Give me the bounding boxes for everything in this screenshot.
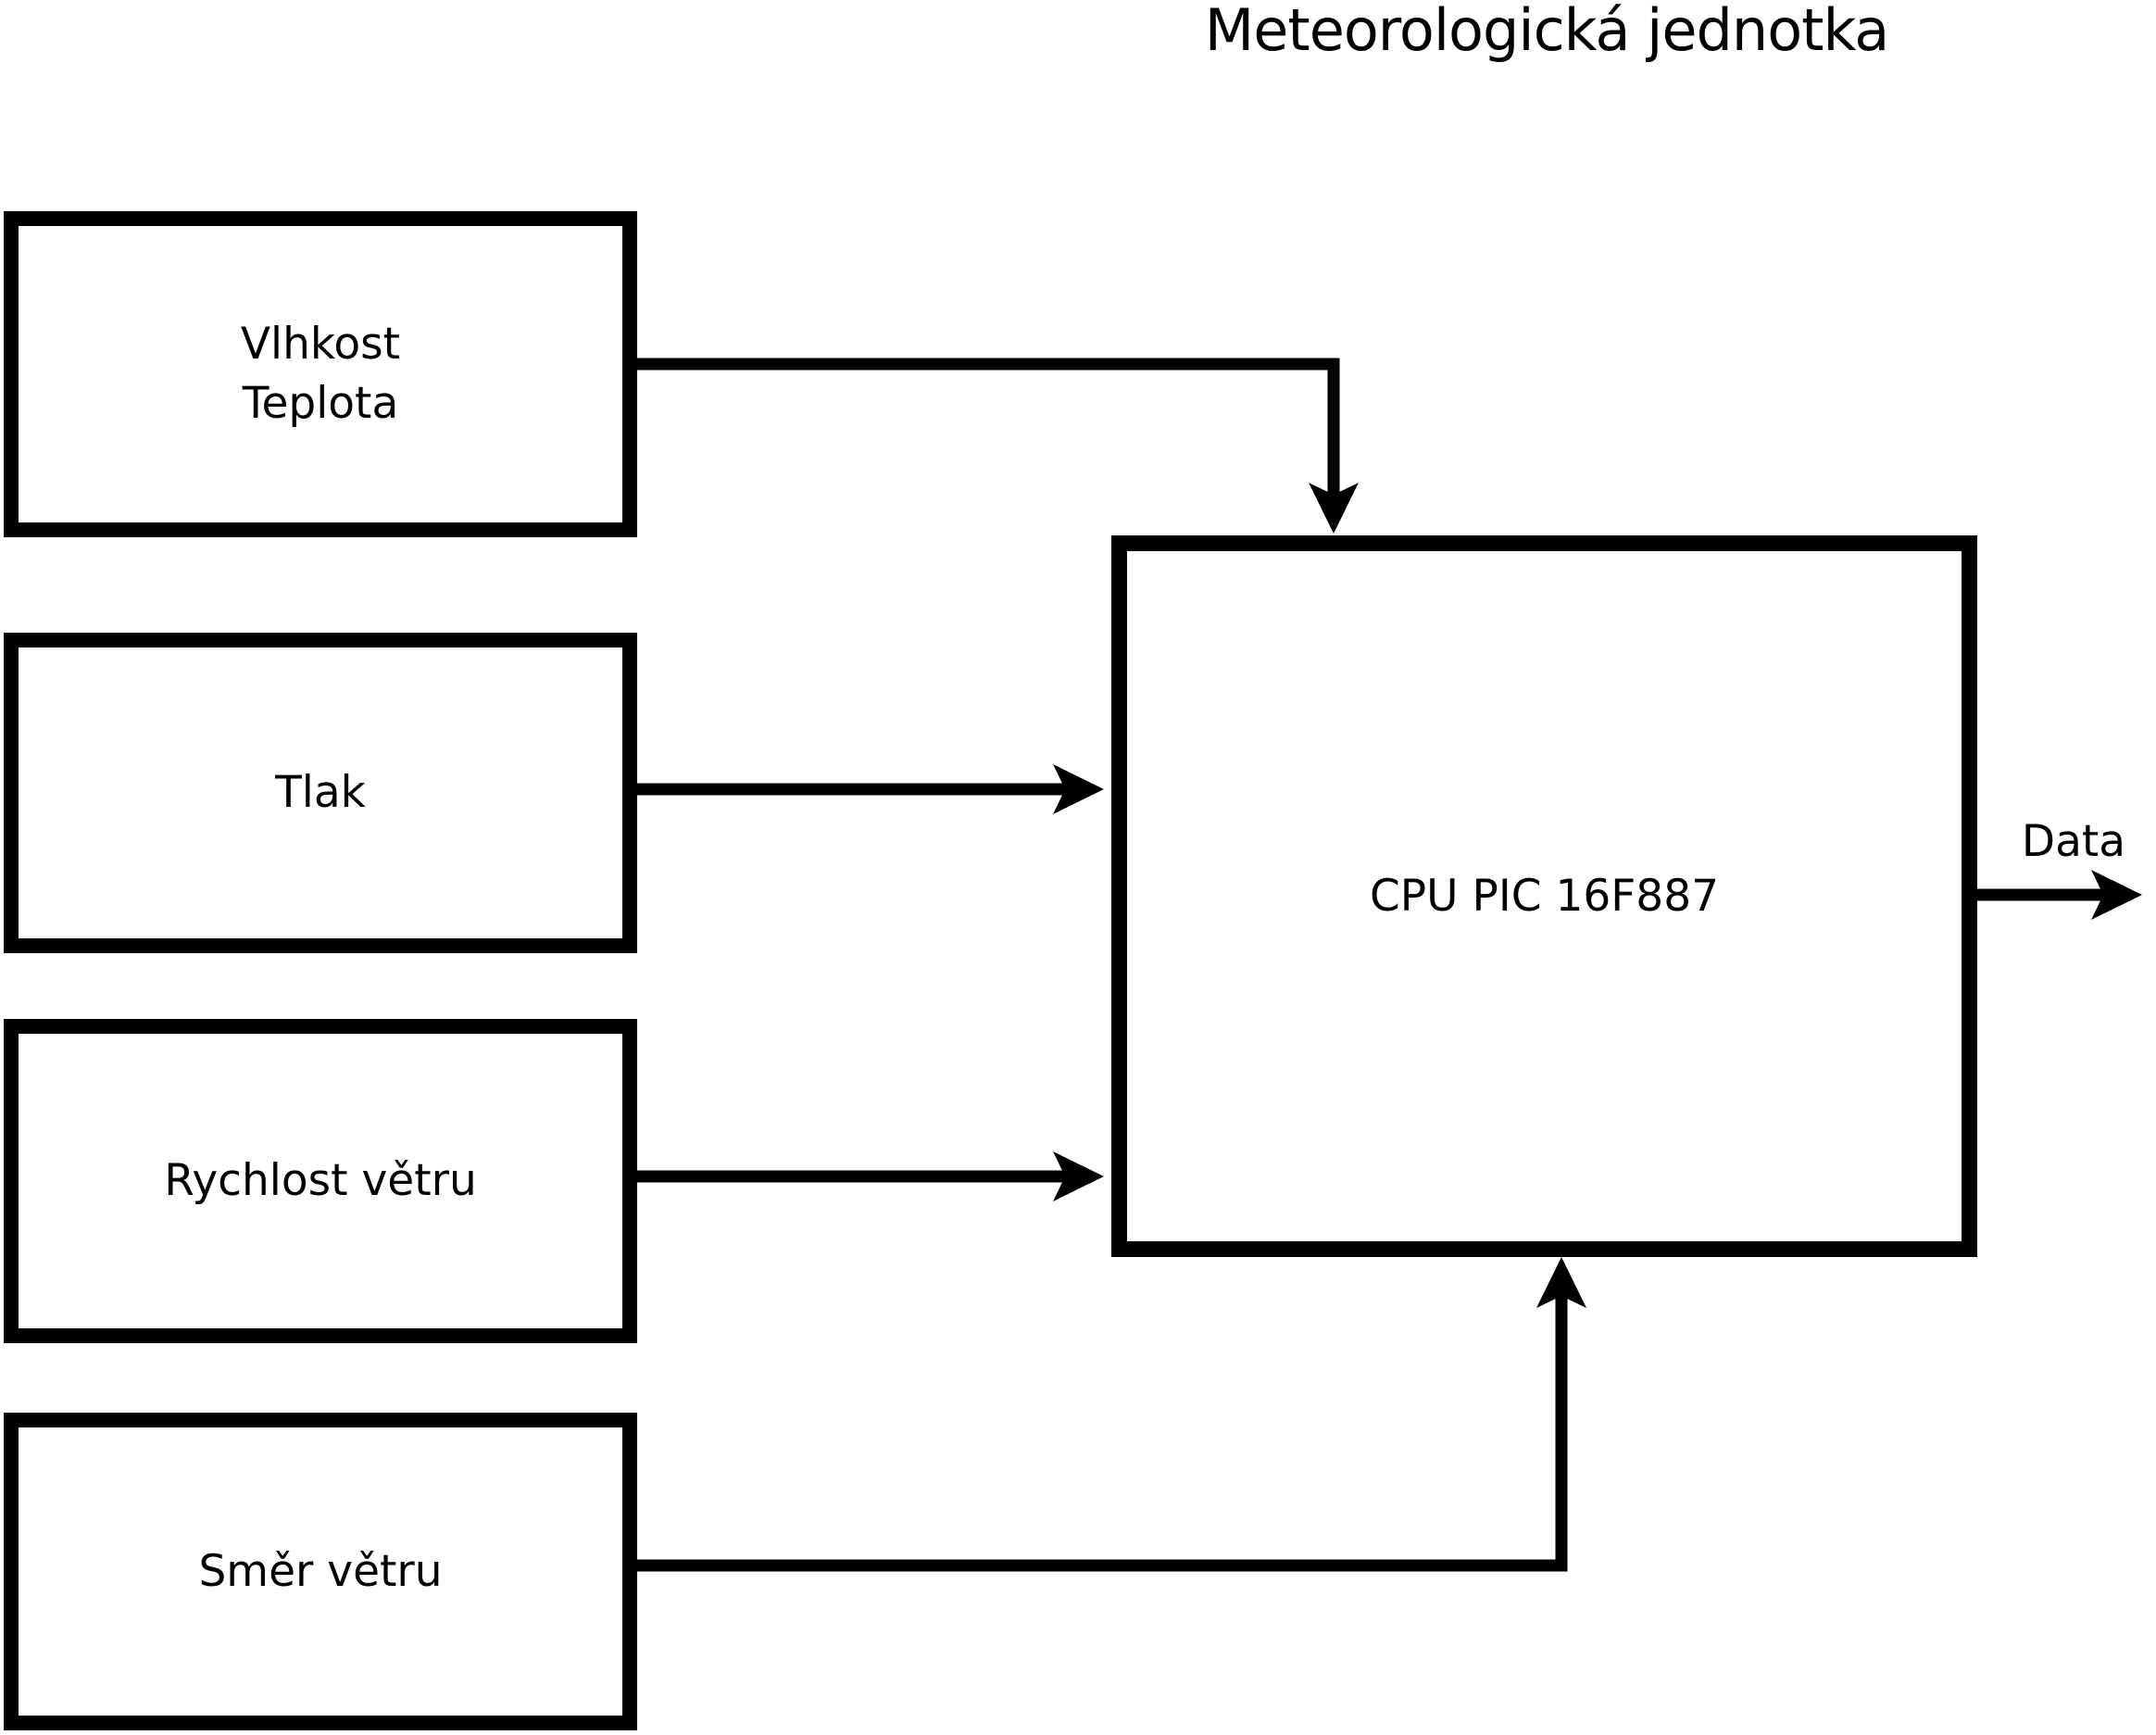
cpu-box: CPU PIC 16F887: [1111, 535, 1977, 1257]
sensor-label: Teplota: [242, 378, 399, 429]
sensor-label: Směr větru: [198, 1545, 443, 1597]
sensor-box-tlak: Tlak: [4, 633, 637, 953]
sensor-label: Rychlost větru: [164, 1155, 477, 1206]
diagram-title: Meteorologická jednotka: [1204, 0, 1890, 64]
sensor-box-rychlost-vetru: Rychlost větru: [4, 1019, 637, 1343]
sensor-label: Vlhkost: [240, 319, 401, 370]
wire-smer-to-cpu: [637, 1296, 1568, 1572]
cpu-label: CPU PIC 16F887: [1369, 870, 1719, 922]
sensor-label: Tlak: [275, 767, 366, 818]
arrowhead-right-icon: [2091, 870, 2142, 920]
arrowhead-down-icon: [1309, 483, 1359, 534]
arrowhead-up-icon: [1536, 1257, 1586, 1308]
arrowhead-right-icon: [1053, 764, 1104, 814]
arrowhead-right-icon: [1053, 1151, 1104, 1201]
data-output-label: Data: [2021, 816, 2126, 867]
wire-vlhkost-to-cpu: [637, 358, 1340, 495]
sensor-box-vlhkost-teplota: Vlhkost Teplota: [4, 211, 637, 537]
sensor-box-smer-vetru: Směr větru: [4, 1413, 637, 1730]
